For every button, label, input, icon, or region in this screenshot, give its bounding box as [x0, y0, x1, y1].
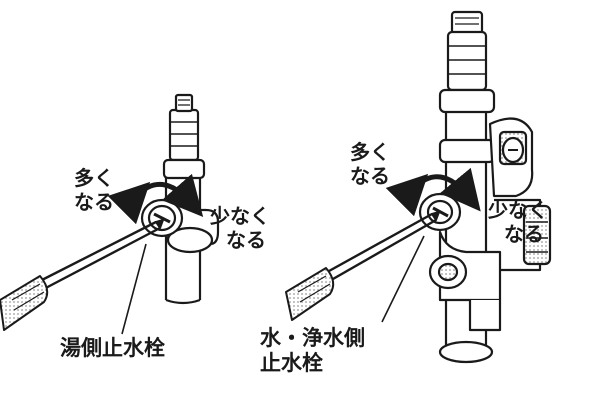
- right-connector-nut: [446, 30, 488, 92]
- right-valve-line-2: 止水栓: [260, 351, 323, 376]
- left-more-line-2: なる: [74, 190, 114, 214]
- left-valve-label: 湯側止水栓: [60, 336, 165, 361]
- right-more-line-1: 多く: [350, 140, 390, 164]
- left-screwdriver-icon: [0, 219, 164, 331]
- right-less-line-1: 少なく: [488, 198, 548, 222]
- left-valve-leader-line: [121, 243, 147, 335]
- right-more-line-2: なる: [350, 164, 390, 188]
- left-valve-assembly: [140, 93, 220, 305]
- left-less-line-2: なる: [226, 228, 266, 252]
- left-screwdriver-handle: [0, 275, 49, 331]
- right-valve-label: 水・浄水側 止水栓: [260, 326, 365, 376]
- right-screwdriver-icon: [285, 211, 440, 321]
- right-screwdriver-handle: [285, 267, 335, 321]
- left-more-line-1: 多く: [74, 166, 114, 190]
- right-less-label: 少なく なる: [488, 198, 548, 246]
- left-less-line-1: 少なく: [210, 204, 270, 228]
- left-more-label: 多く なる: [74, 166, 114, 214]
- left-valve-line-1: 湯側止水栓: [60, 336, 165, 360]
- right-valve-leader-line: [381, 235, 425, 323]
- left-connector-nut: [168, 108, 200, 162]
- left-less-label: 少なく なる: [210, 204, 270, 252]
- right-less-line-2: なる: [504, 222, 544, 246]
- right-valve-line-1: 水・浄水側: [260, 326, 365, 350]
- left-rotate-arrow-icon: [107, 173, 204, 225]
- right-rotate-arrow-icon: [385, 167, 481, 217]
- right-more-label: 多く なる: [350, 140, 390, 188]
- right-valve-assembly: [418, 10, 552, 364]
